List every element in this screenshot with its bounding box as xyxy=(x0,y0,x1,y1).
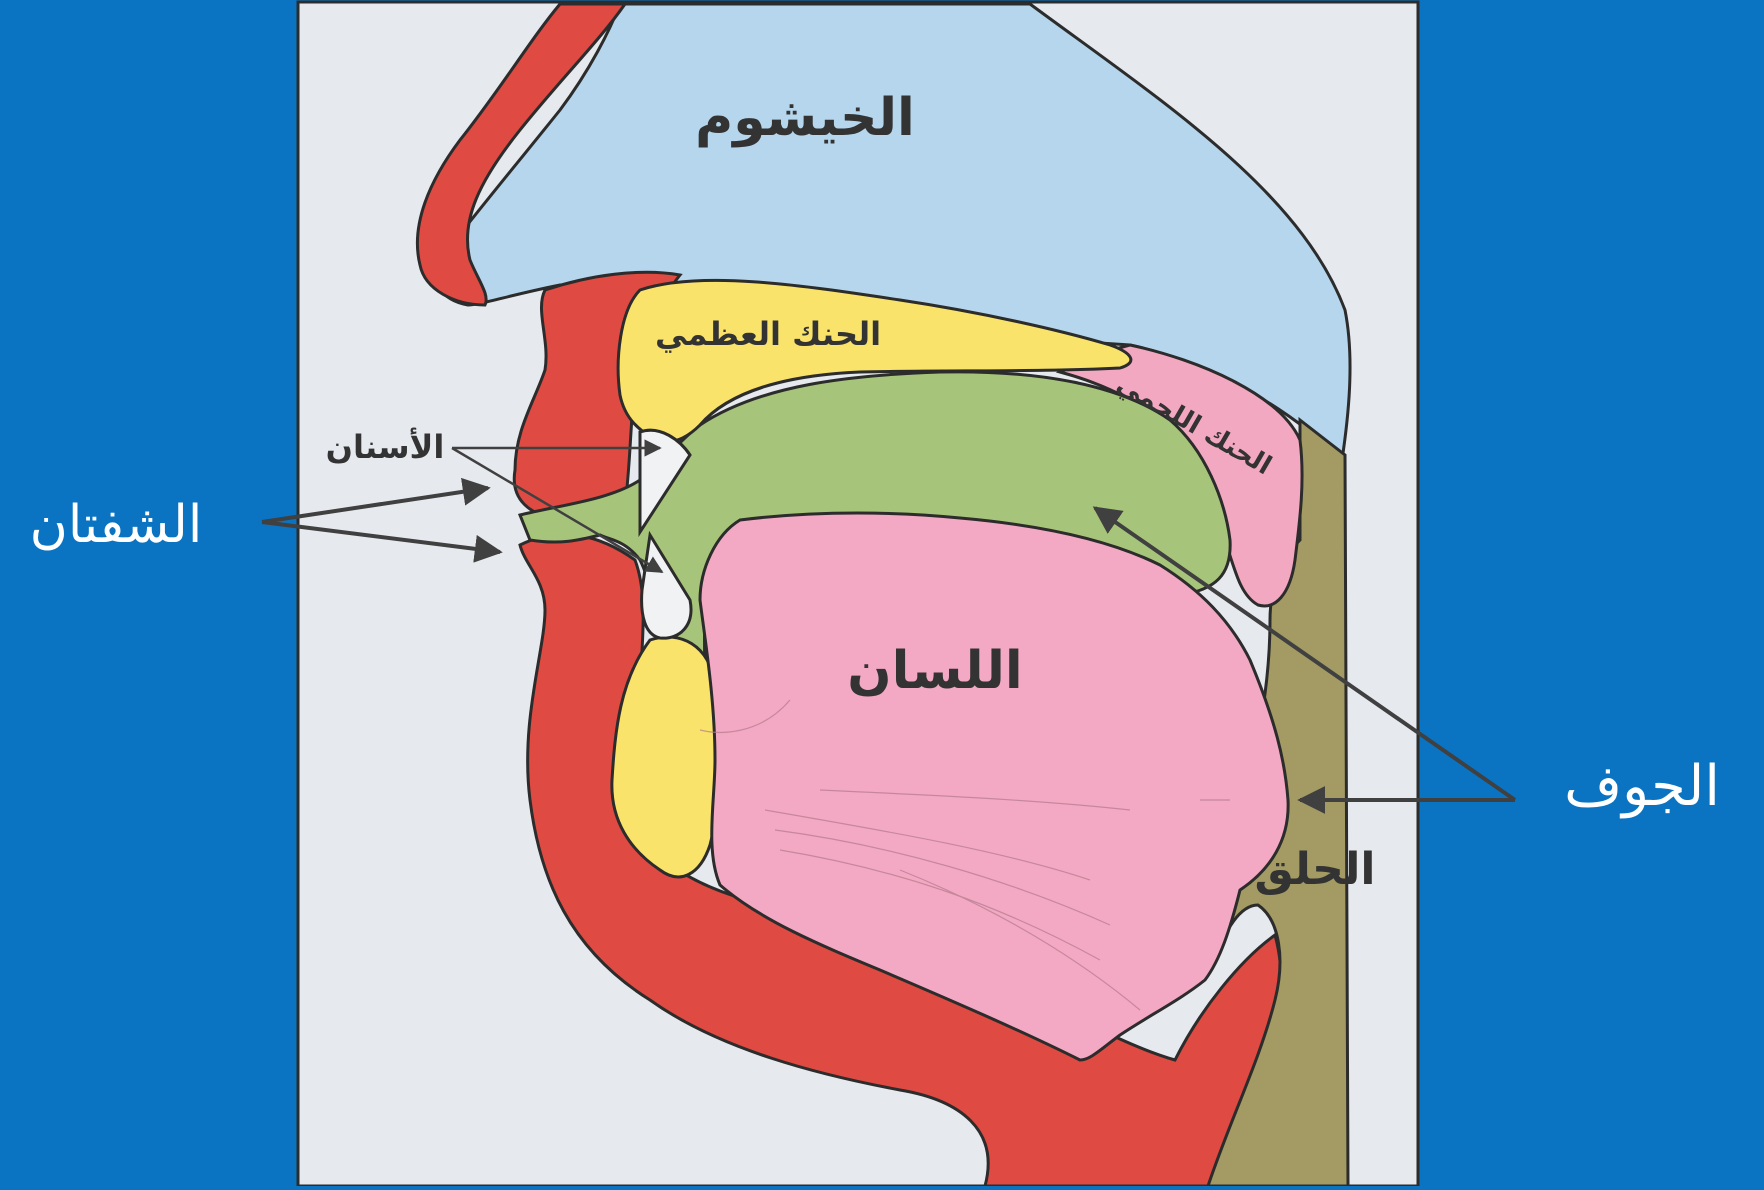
label-tongue: اللسان xyxy=(847,641,1022,701)
label-throat: الحلق xyxy=(1255,844,1376,895)
label-cavity: الجوف xyxy=(1564,754,1720,819)
label-nasal-cavity: الخيشوم xyxy=(695,88,915,148)
label-teeth: الأسنان xyxy=(326,427,445,466)
label-hard-palate: الحنك العظمي xyxy=(655,315,881,353)
label-lips: الشفتان xyxy=(30,495,203,555)
